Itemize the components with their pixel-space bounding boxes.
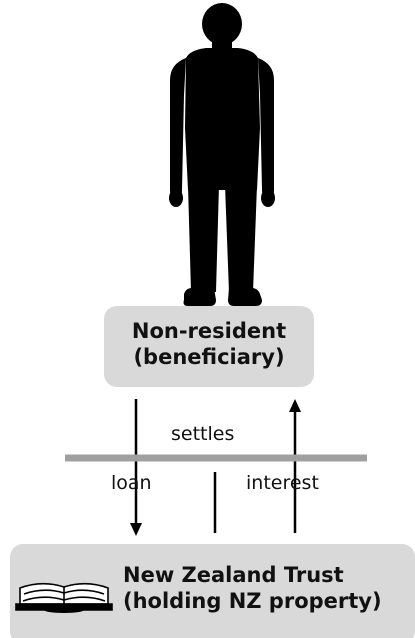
- interest-label: interest: [246, 472, 319, 494]
- trust-box: [10, 544, 415, 638]
- settles-label: settles: [171, 423, 235, 445]
- loan-label: loan: [111, 472, 152, 494]
- beneficiary-box-label: Non-resident (beneficiary): [104, 319, 314, 370]
- beneficiary-title: Non-resident: [131, 319, 287, 343]
- open-book-icon: [15, 582, 113, 613]
- trust-subtitle: (holding NZ property): [123, 588, 382, 613]
- trust-title: New Zealand Trust: [123, 563, 344, 587]
- loan-arrowhead-icon: [130, 523, 142, 536]
- beneficiary-box: [104, 306, 314, 387]
- person-silhouette-icon: [169, 3, 275, 306]
- interest-arrowhead-icon: [289, 399, 301, 412]
- trust-box-label: New Zealand Trust (holding NZ property): [123, 563, 413, 614]
- beneficiary-subtitle: (beneficiary): [133, 344, 285, 369]
